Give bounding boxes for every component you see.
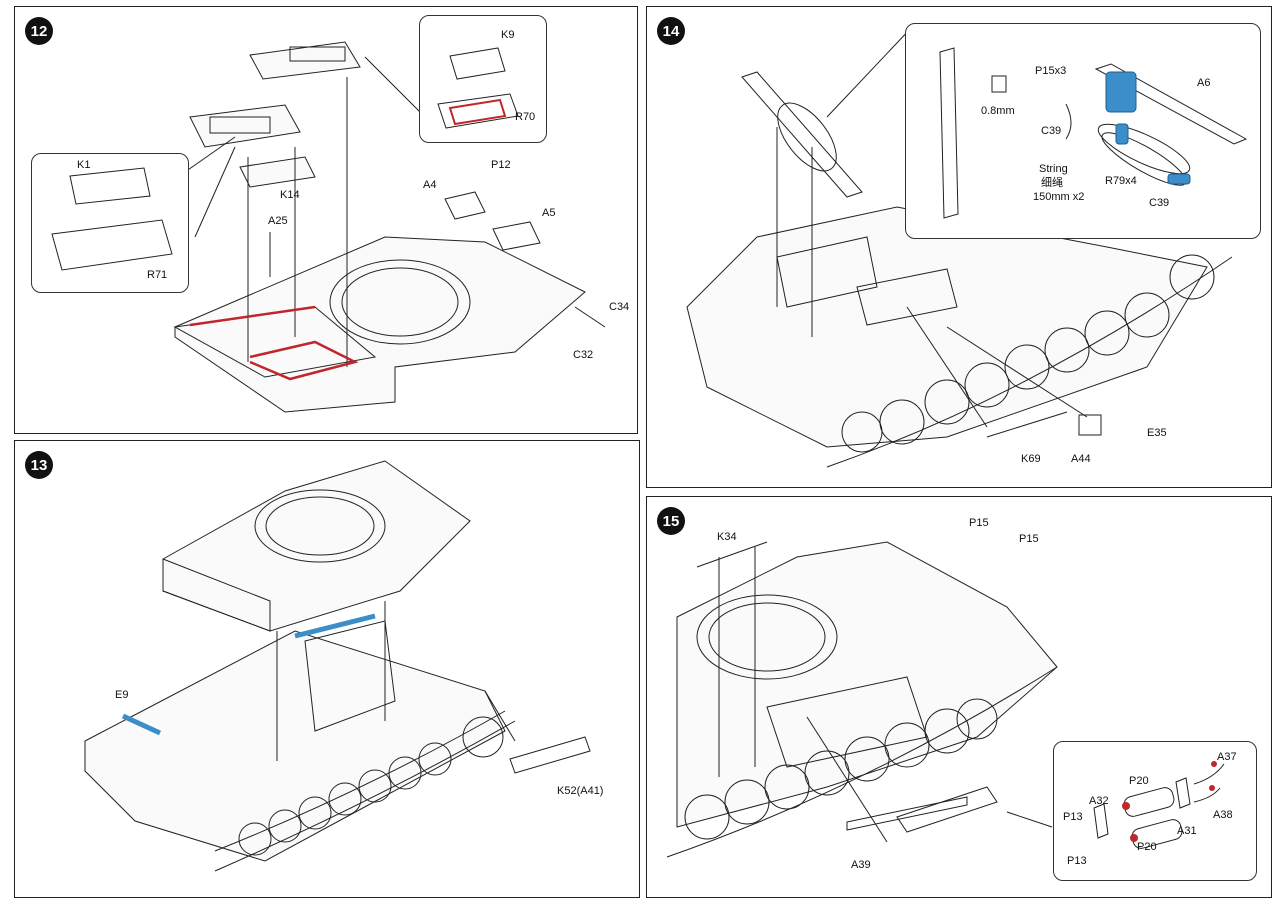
label-p20-a: P20	[1129, 775, 1149, 787]
step-14-drawing	[686, 26, 1233, 468]
label-string-cn: 细绳	[1041, 177, 1063, 189]
label-e35: E35	[1147, 427, 1167, 439]
step-13-panel: 13 E9 K52(A41)	[14, 440, 640, 898]
label-string: String	[1039, 163, 1068, 175]
label-k9: K9	[501, 29, 515, 41]
label-a37: A37	[1217, 751, 1237, 763]
label-e9: E9	[115, 689, 129, 701]
label-p15x3: P15x3	[1035, 65, 1067, 77]
label-a6: A6	[1197, 77, 1211, 89]
label-a32: A32	[1089, 795, 1109, 807]
label-a31: A31	[1177, 825, 1197, 837]
label-p15-a: P15	[969, 517, 989, 529]
label-k1: K1	[77, 159, 91, 171]
step-14-badge: 14	[657, 17, 685, 45]
step-12-drawing	[58, 41, 606, 413]
label-a25: A25	[268, 215, 288, 227]
label-c34: C34	[609, 301, 630, 313]
label-c39-b: C39	[1149, 197, 1170, 209]
label-a4: A4	[423, 179, 437, 191]
label-p15-b: P15	[1019, 533, 1039, 545]
step-12-badge: 12	[25, 17, 53, 45]
step-14-panel: 14 P15x3 A6 0.8mm C39 String 细绳 150mm x2…	[646, 6, 1272, 488]
step-15-inset-exhaust	[1053, 741, 1257, 881]
step-15-panel: 15 K34 P15 P15 A37 P20 A32 A38 P13 A31 P…	[646, 496, 1272, 898]
label-a39: A39	[851, 859, 871, 871]
label-p12: P12	[491, 159, 511, 171]
label-p20-b: P20	[1137, 841, 1157, 853]
step-14-inset-parts	[905, 23, 1261, 239]
label-a38: A38	[1213, 809, 1233, 821]
step-12-panel: 12 K9 R70 P12 A4 A5 K14 A25 K1 R71 C34 C…	[14, 6, 638, 434]
step-13-badge: 13	[25, 451, 53, 479]
label-k69: K69	[1021, 453, 1041, 465]
step-13-drawing	[84, 460, 591, 872]
label-k34: K34	[717, 531, 737, 543]
label-string-length: 150mm x2	[1033, 191, 1085, 203]
label-k14: K14	[280, 189, 300, 201]
label-p13-b: P13	[1067, 855, 1087, 867]
label-c32: C32	[573, 349, 594, 361]
label-r79x4: R79x4	[1105, 175, 1137, 187]
label-a5: A5	[542, 207, 556, 219]
step-12-inset-k9	[419, 15, 547, 143]
label-p13-a: P13	[1063, 811, 1083, 823]
label-0-8mm: 0.8mm	[981, 105, 1015, 117]
label-k52: K52(A41)	[557, 785, 604, 797]
step-15-drawing	[666, 541, 1058, 858]
step-15-badge: 15	[657, 507, 685, 535]
label-r70: R70	[515, 111, 536, 123]
step-12-inset-k1	[31, 153, 189, 293]
label-r71: R71	[147, 269, 168, 281]
label-a44: A44	[1071, 453, 1091, 465]
label-c39-a: C39	[1041, 125, 1062, 137]
